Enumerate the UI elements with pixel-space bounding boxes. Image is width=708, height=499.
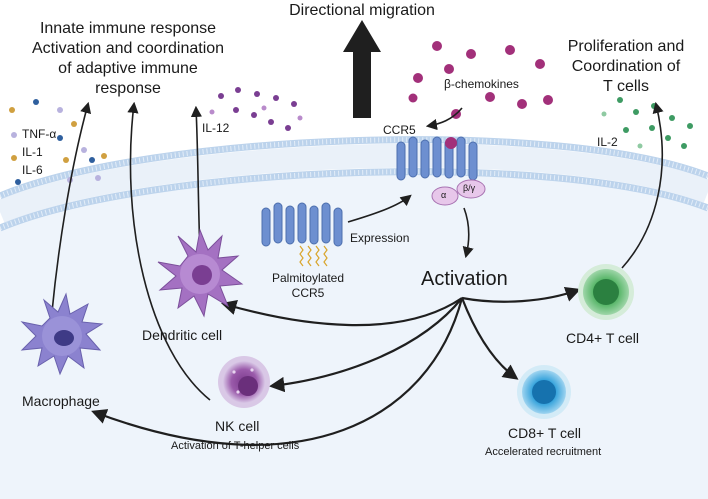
cd8-cell-graphic bbox=[517, 365, 571, 419]
cd8-label: CD8+ T cell bbox=[508, 425, 582, 441]
activation-to-cd4-arrow bbox=[461, 286, 581, 303]
activation-arrow bbox=[462, 207, 474, 259]
activation-to-macrophage-arrow bbox=[91, 297, 464, 446]
cell-interior bbox=[0, 171, 708, 499]
il12-dots bbox=[209, 87, 303, 131]
innate-cytokine-dots bbox=[9, 99, 107, 185]
beta-chemokines-label: β-chemokines bbox=[444, 77, 519, 91]
macrophage-label: Macrophage bbox=[22, 393, 100, 409]
expression-arrow bbox=[347, 194, 412, 223]
il2-label: IL-2 bbox=[597, 135, 618, 149]
directional-migration-label: Directional migration bbox=[289, 2, 435, 19]
ccr5-label: CCR5 bbox=[383, 123, 416, 137]
g-protein-alpha bbox=[431, 186, 459, 206]
macrophage-to-innate-arrow bbox=[51, 101, 92, 313]
bound-chemokine bbox=[445, 137, 457, 149]
cell-membrane bbox=[0, 136, 708, 232]
g-betagamma-label: β/γ bbox=[463, 183, 476, 193]
activation-label: Activation bbox=[421, 268, 508, 290]
innate-title-line1: Innate immune response bbox=[39, 20, 217, 37]
innate-title-line2: Activation and coordination bbox=[31, 40, 225, 57]
macrophage-graphic bbox=[20, 292, 104, 376]
g-alpha-label: α bbox=[441, 190, 447, 200]
nk-sub-label: Activation of T-helper cells bbox=[171, 440, 300, 452]
palmitoyl-tails bbox=[299, 245, 328, 267]
proliferation-title-line1: Proliferation and bbox=[567, 38, 685, 55]
ccr5-receptor bbox=[396, 136, 478, 181]
cd4-label: CD4+ T cell bbox=[566, 330, 640, 346]
tnf-alpha-label: TNF-α bbox=[22, 127, 57, 141]
cd4-cell-graphic bbox=[578, 264, 634, 320]
proliferation-title-line2: Coordination of bbox=[571, 58, 681, 75]
cd8-sub-label: Accelerated recruitment bbox=[485, 446, 602, 458]
expression-label: Expression bbox=[350, 231, 410, 245]
palmitoylated-label-line1: Palmitoylated bbox=[271, 271, 345, 285]
activation-to-dendritic-arrow bbox=[221, 297, 463, 327]
nk-to-adaptive-arrow bbox=[127, 101, 211, 401]
cd4-to-il2-arrow bbox=[621, 101, 664, 269]
dendritic-cell-label: Dendritic cell bbox=[142, 327, 223, 343]
innate-title-line3: of adaptive immune bbox=[58, 60, 198, 77]
dendritic-cell-graphic bbox=[157, 228, 244, 318]
palmitoylated-ccr5-receptor bbox=[261, 202, 343, 247]
il6-label: IL-6 bbox=[22, 163, 43, 177]
chemokine-binding-arrow bbox=[425, 107, 463, 131]
nk-cell-graphic bbox=[218, 356, 270, 408]
activation-to-nk-arrow bbox=[268, 297, 463, 393]
il1-label: IL-1 bbox=[22, 145, 43, 159]
palmitoylated-label-line2: CCR5 bbox=[291, 286, 325, 300]
innate-title-line4: response bbox=[95, 80, 161, 97]
g-protein-beta-gamma bbox=[456, 179, 486, 199]
proliferation-title-line3: T cells bbox=[603, 78, 649, 95]
activation-to-cd8-arrow bbox=[460, 297, 519, 380]
nk-cell-label: NK cell bbox=[215, 418, 260, 434]
il2-dots bbox=[601, 97, 693, 149]
directional-migration-arrow bbox=[343, 20, 381, 118]
il12-label: IL-12 bbox=[202, 121, 230, 135]
